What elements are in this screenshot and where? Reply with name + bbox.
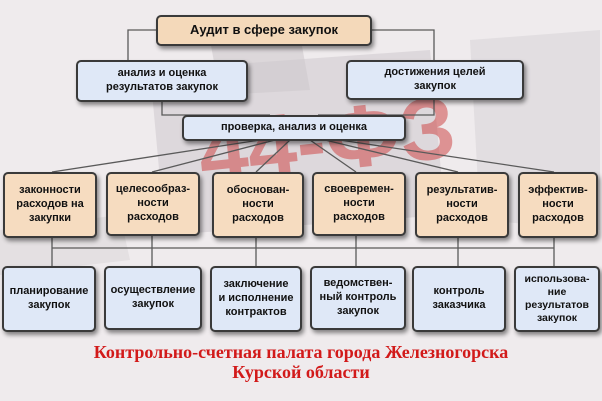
stage-contracts-box: заключение и исполнение контрактов	[210, 266, 302, 332]
stage-customer-control-label: контроль заказчика	[432, 285, 486, 311]
criterion-effectiveness-box: результатив- ности расходов	[415, 172, 509, 238]
stage-departmental-control-label: ведомствен- ный контроль закупок	[319, 277, 397, 317]
criterion-validity-label: обоснован- ности расходов	[226, 184, 290, 224]
stage-execution-box: осуществление закупок	[104, 266, 202, 330]
stage-contracts-label: заключение и исполнение контрактов	[218, 278, 294, 318]
criterion-expediency-label: целесообраз- ности расходов	[115, 183, 191, 223]
criterion-legality-label: законности расходов на закупки	[16, 184, 84, 224]
analysis-results-box: анализ и оценка результатов закупок	[76, 60, 248, 102]
connector-root-right	[370, 29, 435, 60]
stage-results-use-box: использова- ние результатов закупок	[514, 266, 600, 332]
footer-org-line1: Контрольно-счетная палата города Железно…	[93, 342, 509, 362]
connector-crit-2	[151, 139, 276, 173]
root-audit-box: Аудит в сфере закупок	[156, 15, 372, 46]
analysis-results-label: анализ и оценка результатов закупок	[105, 67, 218, 93]
stage-results-use-label: использова- ние результатов закупок	[524, 272, 590, 325]
connector-crit-1	[51, 139, 261, 173]
criterion-timeliness-label: своевремен- ности расходов	[324, 183, 394, 223]
connector-root-left	[127, 29, 160, 60]
footer-org-line2: Курской области	[232, 362, 370, 382]
criterion-validity-box: обоснован- ности расходов	[212, 172, 304, 238]
check-analysis-box: проверка, анализ и оценка	[182, 115, 406, 141]
criterion-efficiency-box: эффектив- ности расходов	[518, 172, 598, 238]
connector-l1-right	[318, 98, 435, 116]
connector-l1-left	[161, 100, 270, 116]
connector-crit-4	[309, 139, 357, 173]
connector-crit-3	[255, 139, 291, 173]
goals-achievement-label: достижения целей закупок	[384, 66, 486, 92]
stage-planning-box: планирование закупок	[2, 266, 96, 332]
criterion-effectiveness-label: результатив- ности расходов	[426, 184, 498, 224]
stage-planning-label: планирование закупок	[9, 285, 89, 311]
criterion-timeliness-box: своевремен- ности расходов	[312, 172, 406, 236]
check-analysis-label: проверка, анализ и оценка	[220, 121, 368, 134]
stage-execution-label: осуществление закупок	[110, 284, 196, 310]
criterion-expediency-box: целесообраз- ности расходов	[106, 172, 200, 236]
criterion-efficiency-label: эффектив- ности расходов	[528, 184, 588, 224]
root-audit-label: Аудит в сфере закупок	[189, 22, 339, 38]
criterion-legality-box: законности расходов на закупки	[3, 172, 97, 238]
stage-customer-control-box: контроль заказчика	[412, 266, 506, 332]
connector-crit-5	[324, 139, 459, 173]
goals-achievement-box: достижения целей закупок	[346, 60, 524, 100]
stage-departmental-control-box: ведомствен- ный контроль закупок	[310, 266, 406, 330]
connector-crit-6	[339, 139, 555, 173]
